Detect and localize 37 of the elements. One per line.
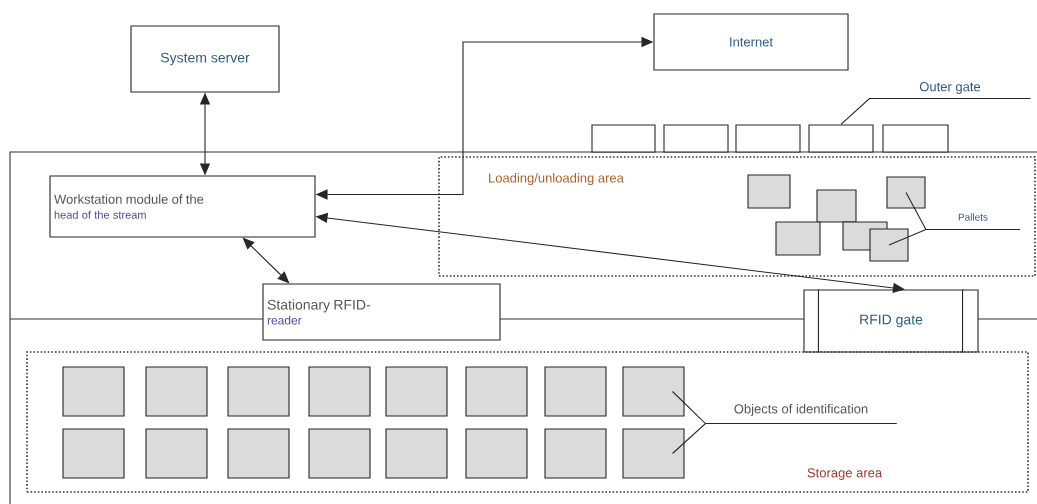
object-box — [145, 428, 208, 479]
pallet — [869, 228, 909, 262]
object-box — [385, 428, 448, 479]
object-box — [308, 366, 371, 417]
leader-line — [888, 229, 1021, 246]
process-box: System server — [130, 25, 280, 93]
pallet — [886, 176, 926, 209]
object-box — [465, 428, 528, 479]
callout-label: Pallets — [958, 213, 988, 221]
object-box — [308, 428, 371, 479]
gate-segment — [663, 124, 729, 153]
object-box — [465, 366, 528, 417]
object-box — [62, 366, 125, 417]
gate-box: RFID gate — [803, 288, 979, 354]
pallet — [747, 174, 791, 209]
gate-segment — [808, 124, 874, 153]
device-box: Workstation module of the head of the stream — [49, 175, 316, 238]
object-box — [385, 366, 448, 417]
process-box: Internet — [653, 13, 849, 71]
pallet — [816, 189, 857, 223]
pallet — [775, 221, 821, 256]
object-box — [145, 366, 208, 417]
callout-label: Objects of identification — [734, 403, 868, 417]
leader-line — [671, 423, 898, 455]
object-box — [227, 366, 290, 417]
gate-segment — [735, 124, 801, 153]
device-box: Stationary RFID- reader — [262, 283, 501, 341]
object-box — [62, 428, 125, 479]
gate-segment — [591, 124, 656, 153]
object-box — [544, 366, 607, 417]
object-box — [227, 428, 290, 479]
leader-line — [840, 98, 1032, 125]
callout-label: Outer gate — [919, 82, 981, 94]
object-box — [544, 428, 607, 479]
object-box — [622, 428, 685, 479]
object-box — [622, 366, 685, 417]
gate-segment — [882, 124, 949, 153]
